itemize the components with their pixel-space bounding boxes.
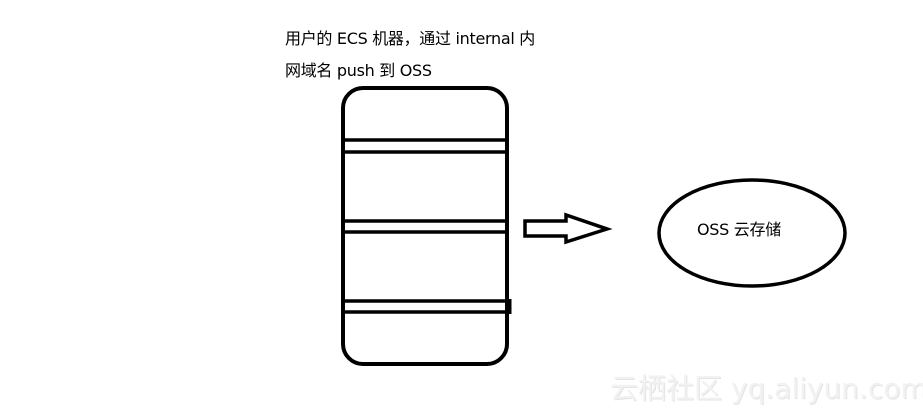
watermark: 云栖社区 yq.aliyun.com <box>610 372 923 405</box>
server-band-2 <box>341 219 509 234</box>
oss-storage-label: OSS 云存储 <box>697 220 781 239</box>
ecs-server-icon <box>341 86 512 366</box>
caption-line-2: 网域名 push 到 OSS <box>285 61 432 80</box>
arrow-right-icon <box>523 212 613 245</box>
caption-line-1: 用户的 ECS 机器，通过 internal 内 <box>285 29 535 48</box>
oss-storage-ellipse <box>657 178 847 288</box>
server-band-3 <box>341 299 512 314</box>
server-band-1 <box>341 138 509 154</box>
server-body <box>341 86 509 366</box>
